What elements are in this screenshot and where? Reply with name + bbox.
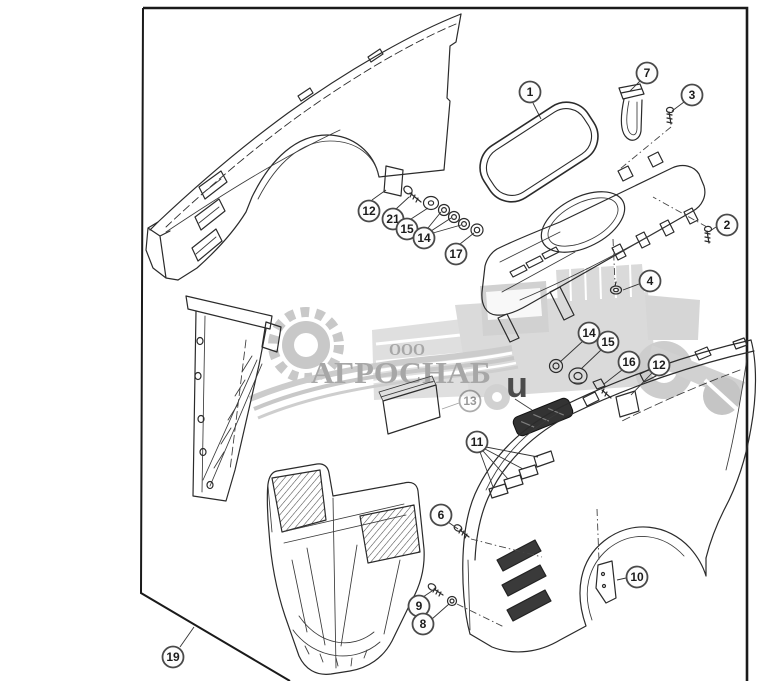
- bracket-10-drawing: [595, 560, 617, 604]
- callout-13: 13: [441, 389, 482, 413]
- callout-9: 9: [407, 590, 433, 618]
- callout-8: 8: [411, 603, 450, 636]
- swoosh-decoration: [248, 345, 519, 420]
- side-shield-drawing: [185, 295, 282, 502]
- svg-text:9: 9: [416, 599, 423, 613]
- bolt-4-drawing: [609, 281, 623, 295]
- callout-7: 7: [629, 61, 659, 92]
- callout-2: 2: [709, 213, 739, 237]
- svg-text:19: 19: [166, 650, 180, 664]
- svg-text:6: 6: [438, 508, 445, 522]
- screw-9-drawing: [427, 583, 444, 597]
- callout-12: 12: [630, 353, 671, 396]
- svg-text:2: 2: [724, 218, 731, 232]
- callout-14: 14: [559, 321, 601, 363]
- callout-3: 3: [671, 83, 704, 112]
- svg-text:7: 7: [644, 66, 651, 80]
- svg-text:12: 12: [362, 204, 376, 218]
- svg-text:13: 13: [463, 394, 477, 408]
- diagram-frame-border: [139, 6, 749, 681]
- grille-drawing: [266, 463, 425, 675]
- svg-text:1: 1: [527, 85, 534, 99]
- handle-drawing: [618, 83, 645, 141]
- hood-seal-drawing: [479, 101, 599, 203]
- svg-text:21: 21: [386, 212, 400, 226]
- callout-11: 11: [465, 430, 539, 488]
- watermark-company-prefix: ООО: [389, 340, 425, 359]
- callout-6: 6: [429, 503, 459, 530]
- watermark-company-name: АГРОСНАБ: [311, 355, 491, 390]
- fastener-cluster-right: [548, 358, 612, 399]
- hood-console-drawing: [481, 151, 706, 343]
- screw-2-drawing: [703, 225, 713, 244]
- nut-8-drawing: [446, 595, 458, 607]
- right-fender-drawing: [462, 337, 757, 653]
- callout-4: 4: [622, 269, 662, 293]
- svg-text:10: 10: [630, 570, 644, 584]
- watermark-logo: ООО АГРОСНАБ: [248, 263, 745, 420]
- svg-text:14: 14: [582, 326, 596, 340]
- callout-12: 12: [357, 189, 387, 223]
- svg-text:16: 16: [622, 355, 636, 369]
- callout-15: 15: [580, 330, 620, 370]
- callout-14: 14: [412, 211, 462, 250]
- assembly-alignment-lines: [456, 126, 708, 628]
- callout-16: 16: [603, 350, 641, 385]
- flat-panel-13-drawing: [378, 375, 441, 435]
- callout-1: 1: [518, 80, 542, 120]
- pad-12-upper-drawing: [383, 165, 404, 197]
- svg-text:4: 4: [647, 274, 654, 288]
- left-fender-drawing: [145, 13, 462, 281]
- callout-10: 10: [616, 565, 649, 589]
- decal-set-drawing: [488, 450, 555, 499]
- svg-text:3: 3: [689, 88, 696, 102]
- pad-12-right-drawing: [615, 390, 640, 418]
- marker-u-leader: [514, 398, 533, 411]
- marker-u-label: u: [506, 364, 528, 405]
- svg-text:17: 17: [449, 247, 463, 261]
- svg-text:12: 12: [652, 358, 666, 372]
- svg-text:15: 15: [400, 222, 414, 236]
- combine-harvester-silhouette: [372, 263, 745, 415]
- svg-text:11: 11: [471, 435, 484, 449]
- callout-17: 17: [444, 232, 475, 266]
- fastener-cluster-top: [403, 185, 484, 237]
- screw-3-drawing: [665, 106, 675, 125]
- svg-text:8: 8: [420, 617, 427, 631]
- callout-19: 19: [161, 626, 195, 669]
- svg-text:15: 15: [601, 335, 615, 349]
- svg-text:14: 14: [417, 231, 431, 245]
